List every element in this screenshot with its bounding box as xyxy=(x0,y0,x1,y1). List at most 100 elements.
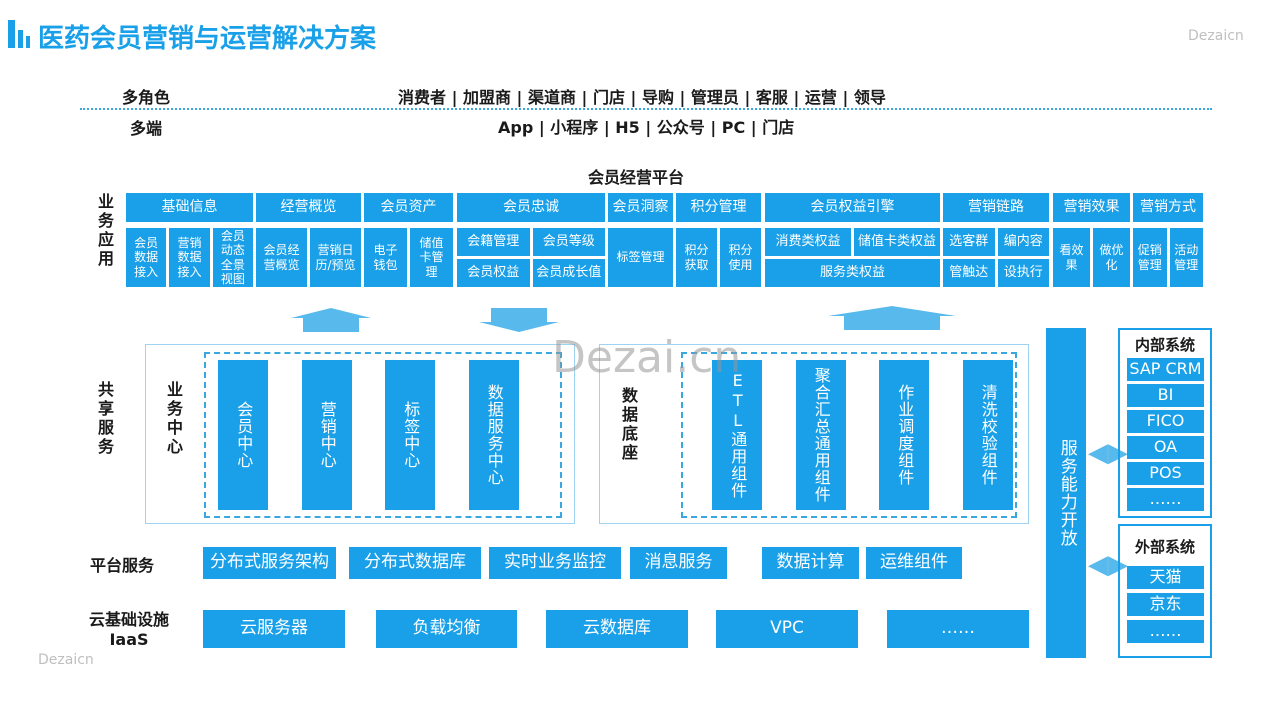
iaas-item: VPC xyxy=(716,610,858,648)
business-center-item: 营销中心 xyxy=(301,360,352,510)
business-item: 营销数据接入 xyxy=(169,228,210,287)
roles-label: 多角色 xyxy=(122,88,171,107)
data-base-item: 清洗校验组件 xyxy=(962,360,1013,510)
platform-service-item: 数据计算 xyxy=(762,547,859,579)
external-system-item: …… xyxy=(1127,620,1204,643)
business-item: 会员数据接入 xyxy=(126,228,167,287)
business-item: 会员等级 xyxy=(532,228,605,256)
business-item-label: 看效果 xyxy=(1059,243,1084,272)
business-group-header: 会员忠诚 xyxy=(457,193,605,222)
internal-system-item: SAP CRM xyxy=(1127,358,1204,381)
external-system-item: 天猫 xyxy=(1127,566,1204,589)
internal-systems-title: 内部系统 xyxy=(1134,336,1195,354)
business-item: 会员成长值 xyxy=(532,259,605,287)
business-item-label: 会员数据接入 xyxy=(134,235,159,279)
business-group-header: 营销方式 xyxy=(1133,193,1203,222)
business-item: 积分获取 xyxy=(676,228,717,287)
business-item-label: 做优化 xyxy=(1099,243,1124,272)
internal-system-item: FICO xyxy=(1127,410,1204,433)
business-item-label: 活动管理 xyxy=(1174,243,1199,272)
business-item: 电子钱包 xyxy=(364,228,407,287)
arrow-up-icon xyxy=(291,308,371,332)
brand-text: Dezaicn xyxy=(1188,28,1244,44)
platform-service-item: 分布式服务架构 xyxy=(203,547,336,579)
terminals-label: 多端 xyxy=(130,119,163,138)
business-center-item: 标签中心 xyxy=(385,360,435,510)
data-base-item: 聚合汇总通用组件 xyxy=(795,360,846,510)
business-item-label: 营销日历/预览 xyxy=(315,243,356,272)
iaas-label-text: 云基础设施IaaS xyxy=(88,610,169,649)
business-item-label: 促销管理 xyxy=(1137,243,1162,272)
platform-service-item: 分布式数据库 xyxy=(349,547,481,579)
platform-service-label: 平台服务 xyxy=(90,556,155,575)
watermark: Dezai.cn xyxy=(552,332,742,383)
page-title: 医药会员营销与运营解决方案 xyxy=(38,24,377,54)
business-group-header: 积分管理 xyxy=(676,193,761,222)
business-center-label: 业务中心 xyxy=(166,380,183,456)
business-item: 会籍管理 xyxy=(457,228,530,256)
business-item-label: 积分获取 xyxy=(684,243,709,272)
business-item-label: 积分使用 xyxy=(728,243,753,272)
roles-value: 消费者 | 加盟商 | 渠道商 | 门店 | 导购 | 管理员 | 客服 | 运… xyxy=(398,88,886,107)
internal-system-item: OA xyxy=(1127,436,1204,459)
arrow-up-icon xyxy=(828,306,956,330)
business-item: 标签管理 xyxy=(608,228,673,287)
business-center-box xyxy=(145,344,575,524)
business-item: 促销管理 xyxy=(1133,228,1167,287)
shared-services-label: 共享服务 xyxy=(97,380,114,456)
double-arrow-icon: ◀▶ xyxy=(1088,550,1128,580)
brand-text-bottom: Dezaicn xyxy=(38,652,94,668)
business-item: 储值卡类权益 xyxy=(854,228,940,256)
data-base-box xyxy=(599,344,1029,524)
business-group-header: 经营概览 xyxy=(256,193,361,222)
business-item: 服务类权益 xyxy=(765,259,940,287)
arrow-down-icon xyxy=(479,308,559,332)
iaas-item: …… xyxy=(887,610,1029,648)
business-item: 看效果 xyxy=(1053,228,1090,287)
internal-system-item: BI xyxy=(1127,384,1204,407)
business-item: 储值卡管理 xyxy=(410,228,453,287)
business-center-item: 数据服务中心 xyxy=(468,360,519,510)
internal-system-item: POS xyxy=(1127,462,1204,485)
iaas-item: 云服务器 xyxy=(203,610,345,648)
iaas-item: 云数据库 xyxy=(546,610,688,648)
platform-service-item: 实时业务监控 xyxy=(489,547,621,579)
internal-system-item: …… xyxy=(1127,488,1204,511)
business-item: 会员权益 xyxy=(457,259,530,287)
business-item: 会员经营概览 xyxy=(256,228,307,287)
business-group-header: 会员权益引擎 xyxy=(765,193,940,222)
double-arrow-icon: ◀▶ xyxy=(1088,438,1128,468)
business-item-label: 标签管理 xyxy=(616,250,665,265)
external-systems-box xyxy=(1118,524,1212,658)
business-group-header: 会员洞察 xyxy=(608,193,673,222)
roles-divider xyxy=(80,108,1212,110)
external-systems-title: 外部系统 xyxy=(1134,538,1195,556)
data-base-item: 作业调度组件 xyxy=(879,360,929,510)
iaas-label: 云基础设施IaaS xyxy=(84,610,174,650)
internal-systems-box xyxy=(1118,328,1212,518)
business-group-header: 营销链路 xyxy=(943,193,1049,222)
business-item-label: 会员动态全景视图 xyxy=(220,228,245,286)
data-base-label: 数据底座 xyxy=(621,386,638,462)
business-center-dashed xyxy=(204,352,562,518)
data-base-dashed xyxy=(681,352,1017,518)
terminals-value: App | 小程序 | H5 | 公众号 | PC | 门店 xyxy=(498,118,795,137)
business-item: 营销日历/预览 xyxy=(310,228,361,287)
business-item: 做优化 xyxy=(1093,228,1130,287)
business-group-header: 会员资产 xyxy=(364,193,453,222)
business-group-header: 基础信息 xyxy=(126,193,253,222)
business-item: 积分使用 xyxy=(720,228,761,287)
business-item: 会员动态全景视图 xyxy=(212,228,253,287)
platform-service-item: 运维组件 xyxy=(866,547,962,579)
platform-title: 会员经营平台 xyxy=(588,168,685,187)
platform-service-item: 消息服务 xyxy=(630,547,727,579)
business-item: 设执行 xyxy=(997,259,1049,287)
business-item: 活动管理 xyxy=(1169,228,1203,287)
business-item-label: 营销数据接入 xyxy=(177,235,202,279)
open-service-bar: 服务能力开放 xyxy=(1046,328,1086,658)
business-item-label: 电子钱包 xyxy=(373,243,398,272)
business-item: 消费类权益 xyxy=(765,228,851,256)
business-item-label: 会员经营概览 xyxy=(263,243,300,272)
iaas-item: 负载均衡 xyxy=(376,610,517,648)
business-group-header: 营销效果 xyxy=(1053,193,1130,222)
